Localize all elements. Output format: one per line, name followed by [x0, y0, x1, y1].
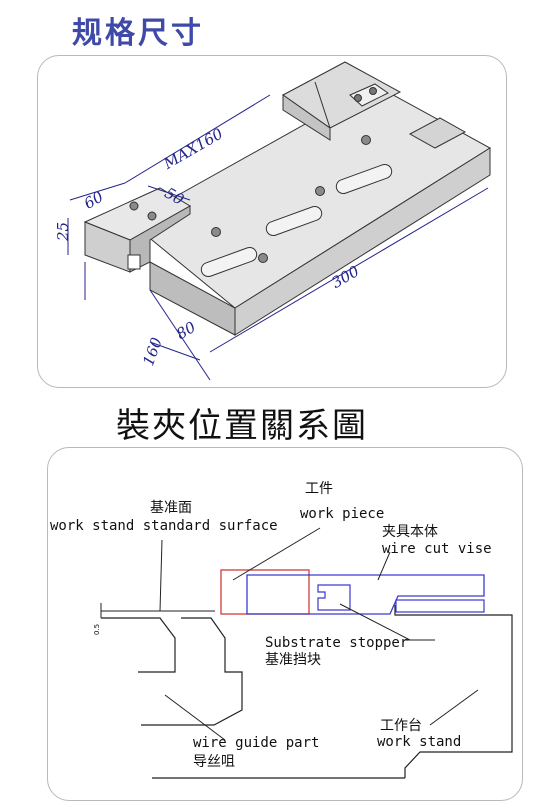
work-stand-outline [394, 605, 513, 778]
vise-3d-drawing [83, 61, 491, 336]
clamping-diagram-panel [47, 447, 523, 801]
clamping-drawing: 0.5 [93, 527, 513, 779]
standard-surface-en: work stand standard surface [50, 518, 278, 534]
pocket [408, 117, 467, 149]
spec-title: 规格尺寸 [72, 16, 204, 51]
workpiece-cn: 工件 [305, 481, 333, 497]
screw-holes [129, 135, 371, 263]
stopper-cn: 基准挡块 [265, 651, 321, 668]
dimension-lines [67, 94, 489, 381]
vise-body-outline [246, 574, 485, 615]
dim-80: 80 [173, 318, 199, 343]
dim-60: 60 [81, 187, 107, 212]
dim-160: 160 [139, 335, 166, 368]
workpiece-rect [220, 569, 310, 615]
dim-max160: MAX160 [159, 124, 226, 173]
dim-25: 25 [54, 222, 72, 242]
jaw-slot [127, 254, 141, 270]
wire-guide-outline [101, 617, 176, 673]
vise-cn: 夹具本体 [382, 524, 438, 540]
work-stand-en: work stand [377, 734, 461, 750]
wire-guide-cn: 导丝咀 [193, 754, 235, 770]
stopper-en: Substrate stopper [265, 635, 408, 651]
vise-left-face [149, 261, 236, 336]
wire-guide-en: wire guide part [193, 735, 319, 751]
standard-surface-cn: 基准面 [150, 499, 192, 516]
work-stand-cn: 工作台 [380, 718, 422, 734]
back-block-front [282, 94, 331, 141]
vise-stopper-outline [317, 584, 351, 611]
vise-en: wire cut vise [382, 541, 492, 557]
slots [200, 163, 393, 278]
gap-label: 0.5 [93, 624, 101, 635]
clamp-title: 裝夾位置關系圖 [116, 406, 368, 446]
workpiece-en: work piece [300, 506, 384, 522]
jaw-side [129, 205, 191, 273]
